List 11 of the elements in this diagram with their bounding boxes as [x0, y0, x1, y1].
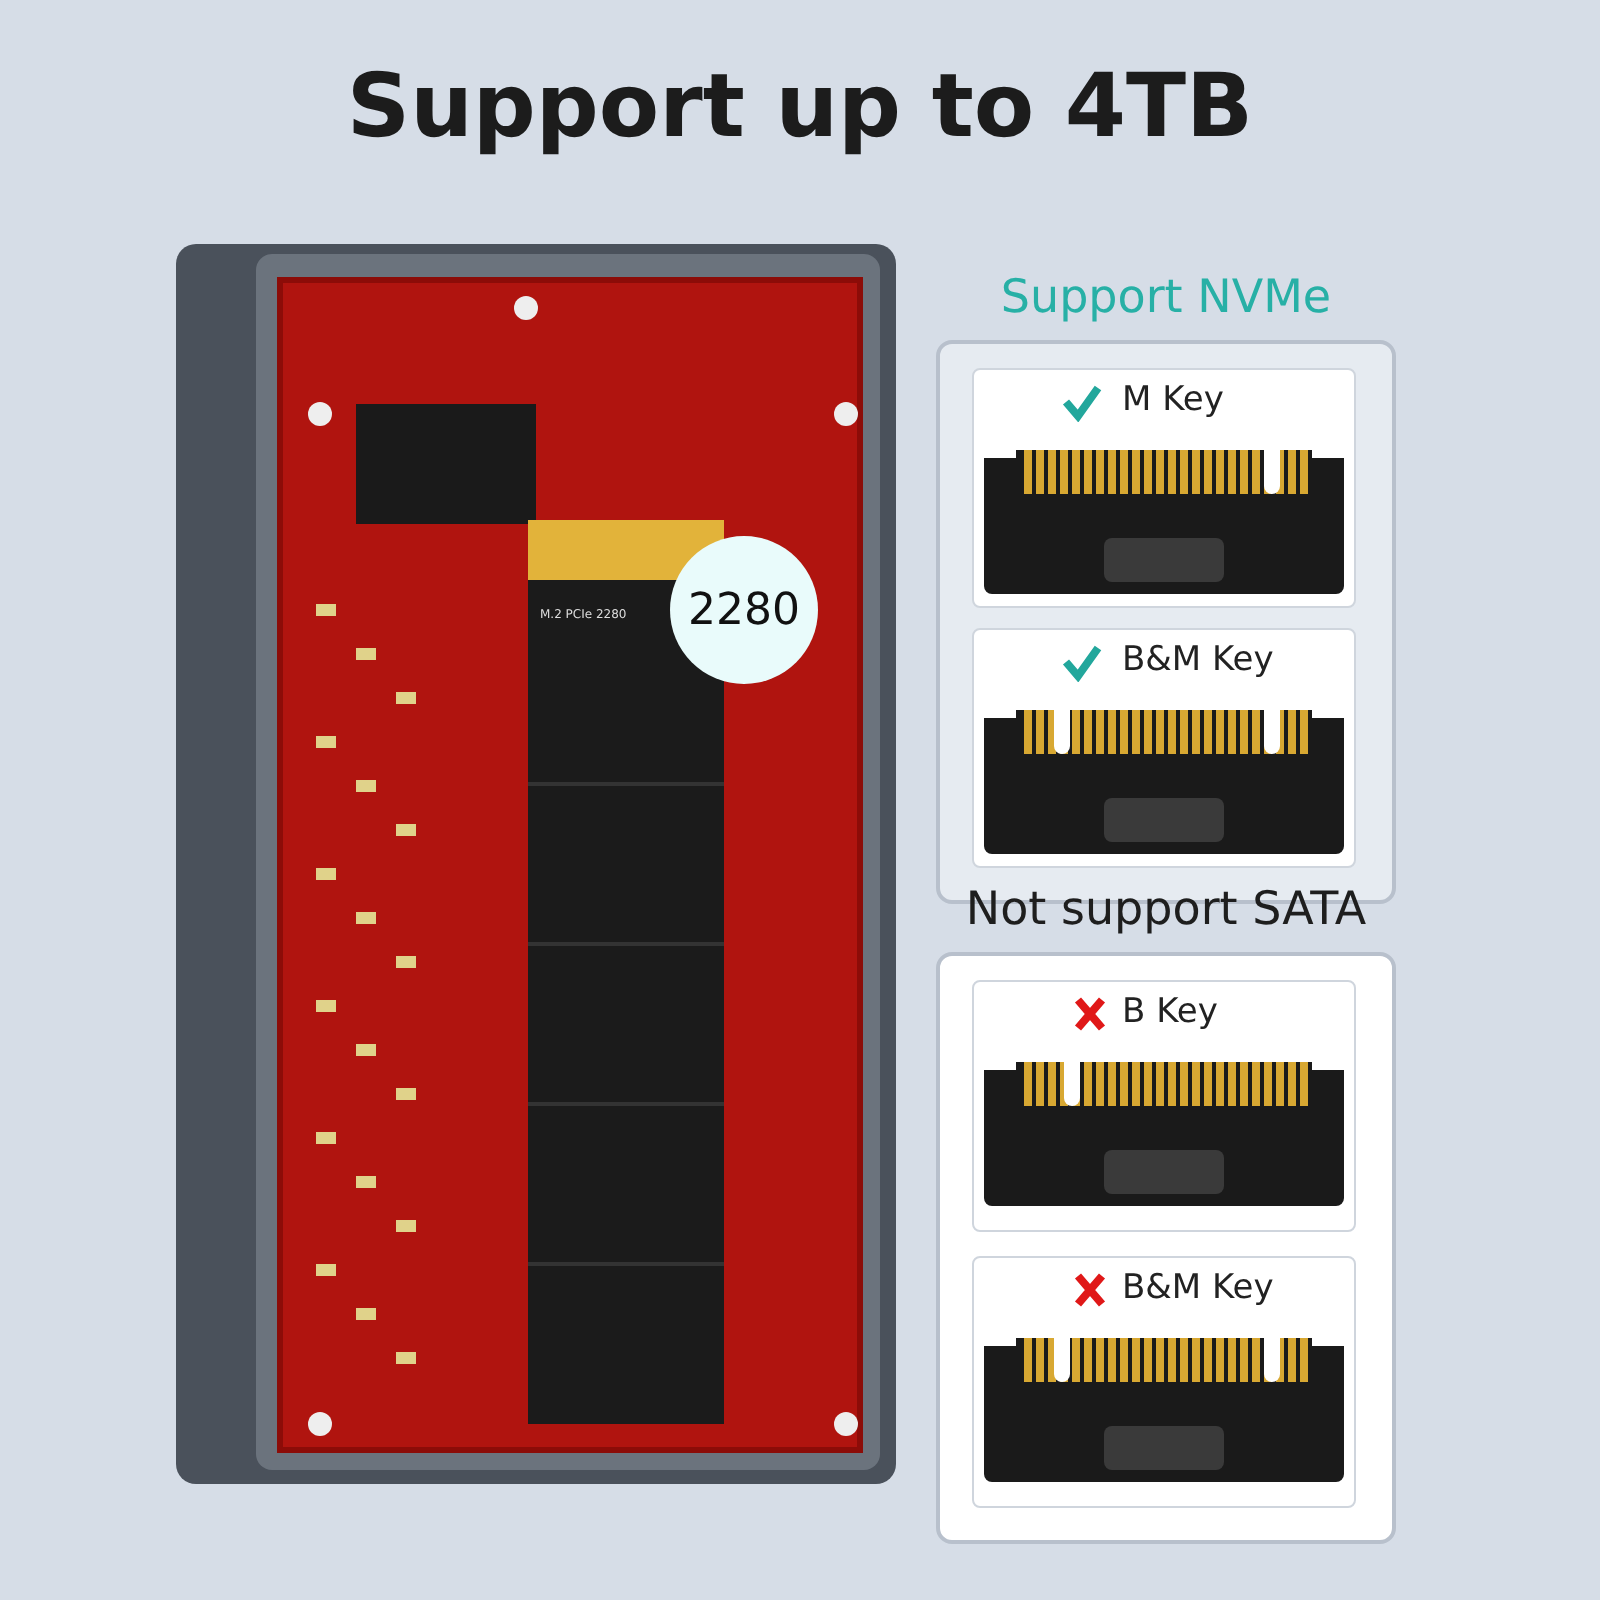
key-label: B&M Key	[1122, 640, 1274, 680]
panel-heading: Support NVMe	[998, 272, 1334, 324]
key-label: B Key	[1122, 992, 1218, 1032]
panel-heading: Not support SATA	[963, 884, 1369, 936]
headline: Support up to 4TB	[344, 56, 1256, 158]
connector-card	[972, 628, 1356, 868]
connector-card	[972, 368, 1356, 608]
key-label: M Key	[1122, 380, 1224, 420]
key-label: B&M Key	[1122, 1268, 1274, 1308]
connector-card	[972, 1256, 1356, 1508]
connector-card	[972, 980, 1356, 1232]
